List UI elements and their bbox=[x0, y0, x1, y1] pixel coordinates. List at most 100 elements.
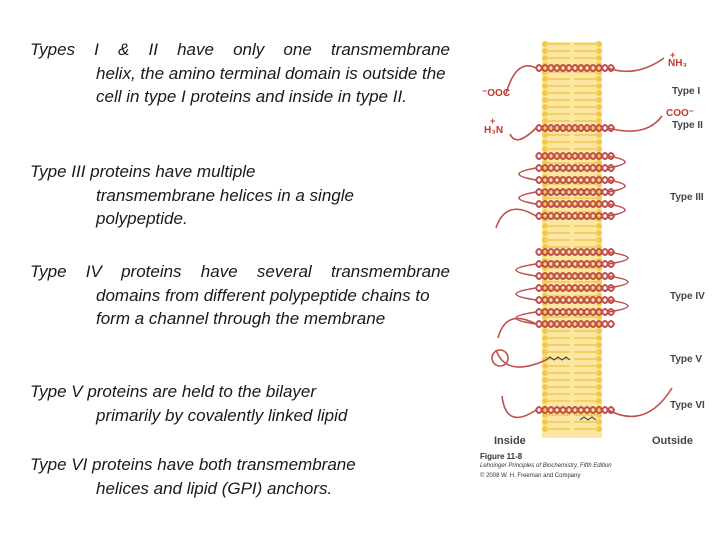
inside-label: Inside bbox=[494, 435, 526, 447]
lipid-head bbox=[596, 384, 602, 390]
terminus-tail bbox=[607, 115, 663, 132]
description-text: Types I & II have only one transmembrane… bbox=[30, 38, 450, 498]
lipid-head bbox=[596, 118, 602, 124]
lipid-anchor bbox=[545, 356, 571, 361]
plus-sign: + bbox=[490, 116, 496, 126]
lipid-head bbox=[542, 97, 548, 103]
extracellular-loop bbox=[607, 179, 626, 193]
type-ii-label: Type II bbox=[672, 120, 703, 131]
type-iii-label: Type III bbox=[670, 192, 704, 203]
lipid-head bbox=[542, 419, 548, 425]
paragraph-type-iii: Type III proteins have multiple transmem… bbox=[30, 160, 450, 231]
lipid-head bbox=[542, 328, 548, 334]
lipid-head bbox=[596, 83, 602, 89]
lipid-head bbox=[542, 104, 548, 110]
membrane-protein-figure: + NH₃ Type I ⁻OOC COO⁻ Type II + H₃N Typ… bbox=[476, 38, 716, 488]
type-iv-label: Type IV bbox=[670, 291, 705, 302]
lipid-head bbox=[596, 328, 602, 334]
paragraph-rest: primarily by covalently linked lipid bbox=[96, 405, 348, 425]
lipid-head bbox=[542, 139, 548, 145]
paragraph-first-line: Type V proteins are held to the bilayer bbox=[30, 382, 317, 401]
extracellular-loop bbox=[607, 155, 626, 169]
paragraph-rest: domains from different polypeptide chain… bbox=[96, 285, 430, 329]
h3n-terminus-label: H₃N bbox=[484, 125, 504, 136]
lipid-head bbox=[596, 370, 602, 376]
extracellular-loop bbox=[607, 251, 629, 265]
figure-caption-title: Figure 11-8 bbox=[480, 452, 523, 461]
lipid-head bbox=[542, 132, 548, 138]
lipid-head bbox=[596, 230, 602, 236]
lipid-head bbox=[542, 391, 548, 397]
protein-coil bbox=[491, 349, 509, 367]
lipid-head bbox=[596, 90, 602, 96]
lipid-head bbox=[596, 237, 602, 243]
terminus-tail bbox=[509, 127, 537, 141]
extracellular-loop bbox=[607, 203, 626, 217]
transmembrane-helix bbox=[535, 320, 616, 328]
lipid-head bbox=[596, 391, 602, 397]
lipid-head bbox=[542, 377, 548, 383]
anchored-chain bbox=[495, 349, 547, 368]
type-i-label: Type I bbox=[672, 86, 701, 97]
lipid-head bbox=[596, 349, 602, 355]
terminus-tail bbox=[607, 57, 665, 73]
lipid-head bbox=[542, 398, 548, 404]
figure-caption-book: Lehninger Principles of Biochemistry, Fi… bbox=[480, 463, 612, 469]
lipid-head bbox=[542, 342, 548, 348]
paragraph-first-line: Type III proteins have multiple bbox=[30, 162, 256, 181]
lipid-head bbox=[596, 223, 602, 229]
cytoplasmic-loop bbox=[518, 191, 537, 205]
lipid-head bbox=[596, 363, 602, 369]
figure-caption-copyright: © 2008 W. H. Freeman and Company bbox=[480, 473, 581, 479]
cytoplasmic-loop bbox=[515, 263, 537, 277]
lipid-head bbox=[596, 48, 602, 54]
lipid-head bbox=[596, 342, 602, 348]
lipid-head bbox=[596, 97, 602, 103]
lipid-head bbox=[542, 426, 548, 432]
cytoplasmic-loop bbox=[515, 287, 537, 301]
lipid-head bbox=[596, 426, 602, 432]
lipid-head bbox=[596, 132, 602, 138]
type-v-label: Type V bbox=[670, 354, 703, 365]
lipid-head bbox=[596, 419, 602, 425]
lipid-head bbox=[596, 41, 602, 47]
lipid-head bbox=[542, 111, 548, 117]
paragraph-rest: helices and lipid (GPI) anchors. bbox=[96, 478, 333, 498]
paragraph-first-line: Type VI proteins have both transmembrane bbox=[30, 455, 356, 474]
paragraph-rest: transmembrane helices in a single polype… bbox=[96, 185, 354, 229]
lipid-head bbox=[596, 104, 602, 110]
lipid-head bbox=[596, 55, 602, 61]
membrane-illustration bbox=[491, 41, 673, 438]
lipid-head bbox=[596, 377, 602, 383]
paragraph-type-vi: Type VI proteins have both transmembrane… bbox=[30, 453, 356, 500]
outside-label: Outside bbox=[652, 435, 693, 447]
ooc-terminus-label: ⁻OOC bbox=[482, 88, 511, 99]
paragraph-type-iv: Type IV proteins have several transmembr… bbox=[30, 260, 450, 331]
terminus-tail bbox=[495, 208, 537, 229]
lipid-head bbox=[596, 195, 602, 201]
lipid-head bbox=[596, 146, 602, 152]
paragraph-type-i-ii: Types I & II have only one transmembrane… bbox=[30, 38, 450, 109]
lipid-head bbox=[542, 335, 548, 341]
lipid-head bbox=[542, 83, 548, 89]
terminus-tail bbox=[607, 387, 673, 418]
lipid-head bbox=[596, 335, 602, 341]
extracellular-loop bbox=[607, 299, 629, 313]
cytoplasmic-loop bbox=[518, 167, 537, 181]
terminus-tail bbox=[497, 317, 537, 339]
paragraph-first-line: Types I & II have only one transmembrane bbox=[30, 40, 450, 59]
lipid-head bbox=[542, 370, 548, 376]
type-vi-label: Type VI bbox=[670, 400, 705, 411]
terminus-tail bbox=[505, 65, 537, 95]
lipid-head bbox=[596, 279, 602, 285]
lipid-head bbox=[542, 195, 548, 201]
extracellular-loop bbox=[607, 275, 629, 289]
paragraph-rest: helix, the amino terminal domain is outs… bbox=[96, 63, 446, 107]
plus-sign: + bbox=[670, 50, 676, 60]
lipid-head bbox=[542, 41, 548, 47]
lipid-head bbox=[542, 223, 548, 229]
nh3-terminus-label: NH₃ bbox=[668, 58, 688, 69]
lipid-head bbox=[542, 279, 548, 285]
lipid-head bbox=[542, 349, 548, 355]
paragraph-type-v: Type V proteins are held to the bilayer … bbox=[30, 380, 347, 427]
